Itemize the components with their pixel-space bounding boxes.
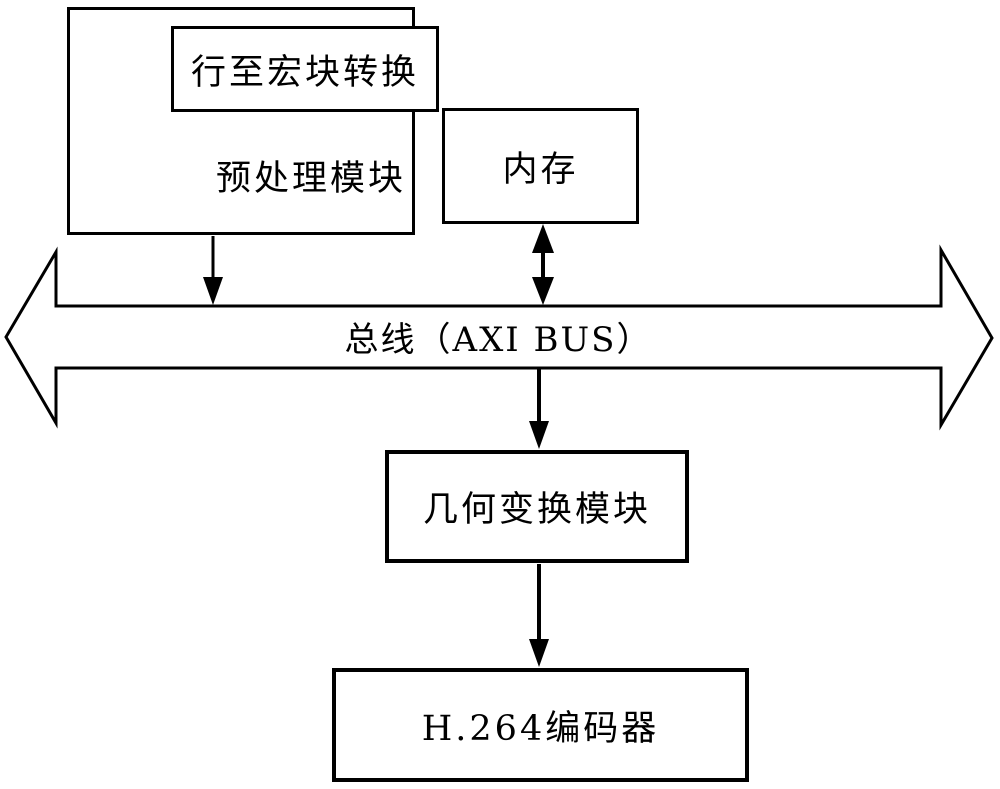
preprocess-module-label: 预处理模块	[215, 158, 406, 199]
arrow-bus-to-geometry	[529, 369, 549, 449]
geometry-module-box: 几何变换模块	[385, 450, 689, 563]
row-to-macroblock-box: 行至宏块转换	[171, 26, 439, 112]
arrow-memory-bus-bidirectional	[532, 224, 554, 305]
bus-double-arrow-shape	[4, 244, 994, 431]
h264-encoder-label: H.264编码器	[421, 708, 660, 749]
preprocess-module-box: 行至宏块转换 预处理模块	[67, 7, 439, 235]
bus-label: 总线（AXI BUS）	[344, 320, 653, 360]
memory-label: 内存	[502, 149, 579, 190]
memory-box: 内存	[442, 108, 639, 224]
arrow-geometry-to-encoder	[529, 564, 549, 667]
h264-encoder-box: H.264编码器	[332, 668, 749, 782]
arrow-preprocess-to-bus	[203, 236, 223, 305]
row-to-macroblock-label: 行至宏块转换	[190, 52, 419, 93]
geometry-module-label: 几何变换模块	[422, 490, 651, 530]
